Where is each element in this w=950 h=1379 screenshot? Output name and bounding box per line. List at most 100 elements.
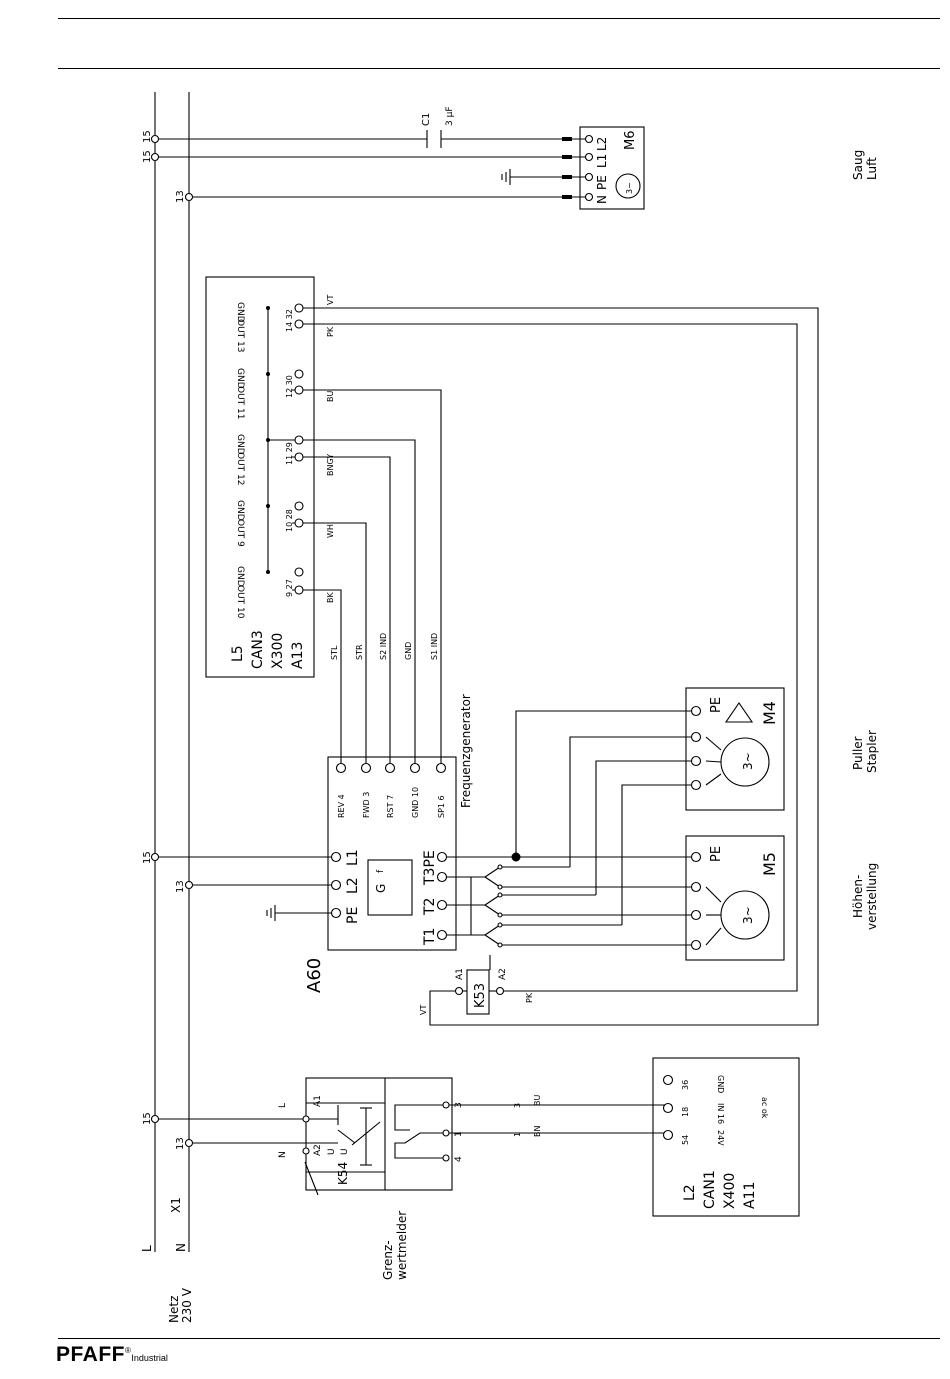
k54-l: L bbox=[278, 1103, 288, 1108]
wertmelder-label: wertmelder bbox=[395, 1211, 409, 1280]
out11-label: OUT 11 bbox=[235, 386, 245, 419]
gnd-out10: GND bbox=[235, 566, 245, 587]
m6-t-l2: L2 bbox=[595, 137, 609, 151]
color-vt: VT bbox=[326, 295, 335, 305]
voltage-label: 230 V bbox=[180, 1287, 194, 1323]
pin-out10: 9 27 bbox=[285, 579, 294, 597]
hoehen-label: Höhen- bbox=[851, 875, 865, 918]
pfaff-logo: PFAFF®Industrial bbox=[56, 1343, 168, 1367]
x1-label: X1 bbox=[169, 1197, 183, 1213]
color-bngy: BNGY bbox=[326, 454, 335, 476]
sig-s2ind: S2 IND bbox=[379, 633, 388, 660]
l2-label: L2 bbox=[682, 1184, 698, 1201]
pin-out13: 14 32 bbox=[285, 309, 294, 332]
wire-bu: BU bbox=[533, 1095, 542, 1106]
sig-stl: STL bbox=[330, 645, 339, 660]
m5-pe: PE bbox=[709, 846, 724, 862]
a60-l2: L2 bbox=[345, 877, 361, 894]
m6-sym: 3~ bbox=[625, 182, 634, 194]
k54-p3: 3 bbox=[454, 1102, 464, 1108]
m6-t-n: N bbox=[595, 195, 609, 204]
gnd-out9: GND bbox=[235, 500, 245, 521]
top-rule bbox=[58, 18, 940, 19]
out12-label: OUT 12 bbox=[235, 452, 245, 485]
gnd-out11: GND bbox=[235, 368, 245, 389]
sig-s1ind: S1 IND bbox=[430, 633, 439, 660]
w15-a: 15 bbox=[142, 130, 153, 143]
sig-str: STR bbox=[355, 644, 364, 660]
out9-label: OUT 9 bbox=[235, 519, 245, 547]
k54-label: K54 bbox=[336, 1162, 350, 1185]
pin-out11: 12 30 bbox=[285, 375, 294, 398]
pin-out9: 10 28 bbox=[285, 509, 294, 532]
out10-label: OUT 10 bbox=[235, 585, 245, 619]
header-rule bbox=[58, 68, 940, 69]
saug-label: Saug bbox=[851, 150, 865, 180]
k54-a1: A1 bbox=[313, 1095, 323, 1107]
in-rst: RST 7 bbox=[386, 795, 395, 818]
stapler-label: Stapler bbox=[865, 730, 879, 773]
can1-label: CAN1 bbox=[702, 1170, 718, 1209]
l2-24v: 24V bbox=[716, 1130, 725, 1146]
w15-b: 15 bbox=[142, 150, 153, 163]
a60-t1: T1 bbox=[422, 928, 438, 946]
gnd-out13: GND bbox=[235, 302, 245, 323]
color-wh: WH bbox=[326, 524, 335, 538]
l2-acok: ac ok bbox=[760, 1097, 769, 1119]
k53-a2: A2 bbox=[498, 968, 508, 980]
a60-f: f bbox=[376, 869, 386, 873]
luft-label: Luft bbox=[865, 157, 879, 180]
puller-label: Puller bbox=[851, 736, 865, 770]
verstellung-label: verstellung bbox=[865, 863, 879, 930]
l2-in16: IN 16 bbox=[716, 1103, 725, 1124]
m4-label: M4 bbox=[760, 701, 779, 725]
m4-pe: PE bbox=[709, 697, 724, 713]
can3-label: CAN3 bbox=[250, 630, 266, 669]
m6-t-l1: L1 bbox=[595, 154, 609, 168]
l2-pin54: 54 bbox=[681, 1135, 690, 1145]
k54-p4: 4 bbox=[454, 1156, 464, 1162]
in-sp1: SP1 6 bbox=[437, 795, 446, 818]
l5-label: L5 bbox=[230, 645, 246, 662]
k53-a1: A1 bbox=[455, 968, 465, 980]
rail-l-label: L bbox=[140, 1245, 154, 1252]
w13-c: 13 bbox=[175, 880, 186, 893]
k54-u2: U bbox=[340, 1148, 350, 1155]
sig-gnd: GND bbox=[404, 642, 413, 660]
color-bk: BK bbox=[326, 592, 335, 603]
wire3: 3 bbox=[513, 1103, 522, 1108]
x300-label: X300 bbox=[270, 633, 286, 669]
k53-label: K53 bbox=[473, 983, 488, 1008]
out13-label: OUT 13 bbox=[235, 319, 245, 352]
a60-t3pe: T3PE bbox=[422, 850, 438, 886]
a60-title: Frequenzgenerator bbox=[459, 694, 473, 808]
l2-gnd: GND bbox=[716, 1075, 725, 1093]
in-gnd: GND 10 bbox=[411, 787, 420, 818]
rail-n-label: N bbox=[174, 1243, 188, 1252]
a13-label: A13 bbox=[290, 642, 306, 669]
color-pk: PK bbox=[326, 326, 335, 337]
a60-label: A60 bbox=[304, 958, 325, 993]
a60-pe: PE bbox=[345, 907, 361, 924]
x400-label: X400 bbox=[722, 1173, 738, 1209]
a60-g: G bbox=[374, 884, 388, 893]
w13-a: 13 bbox=[175, 190, 186, 203]
l2-pin18: 18 bbox=[681, 1107, 690, 1117]
k53-pk: PK bbox=[525, 992, 534, 1003]
k54-p1: 1 bbox=[454, 1131, 464, 1137]
w15-c: 15 bbox=[142, 851, 153, 864]
in-fwd: FWD 3 bbox=[362, 792, 371, 818]
k53-vt: VT bbox=[419, 1005, 428, 1015]
k54-n: N bbox=[278, 1151, 288, 1158]
netz-label: Netz bbox=[167, 1296, 181, 1323]
color-bu: BU bbox=[326, 391, 335, 402]
a60-t2: T2 bbox=[422, 898, 438, 916]
m4-sym: 3~ bbox=[741, 752, 755, 770]
k54-u1: U bbox=[327, 1148, 337, 1155]
w13-d: 13 bbox=[175, 1137, 186, 1150]
pin-out12: 11 29 bbox=[285, 442, 294, 465]
gnd-out12: GND bbox=[235, 434, 245, 455]
brand-registered: ® bbox=[125, 1346, 132, 1355]
brand-suffix: Industrial bbox=[131, 1353, 168, 1363]
